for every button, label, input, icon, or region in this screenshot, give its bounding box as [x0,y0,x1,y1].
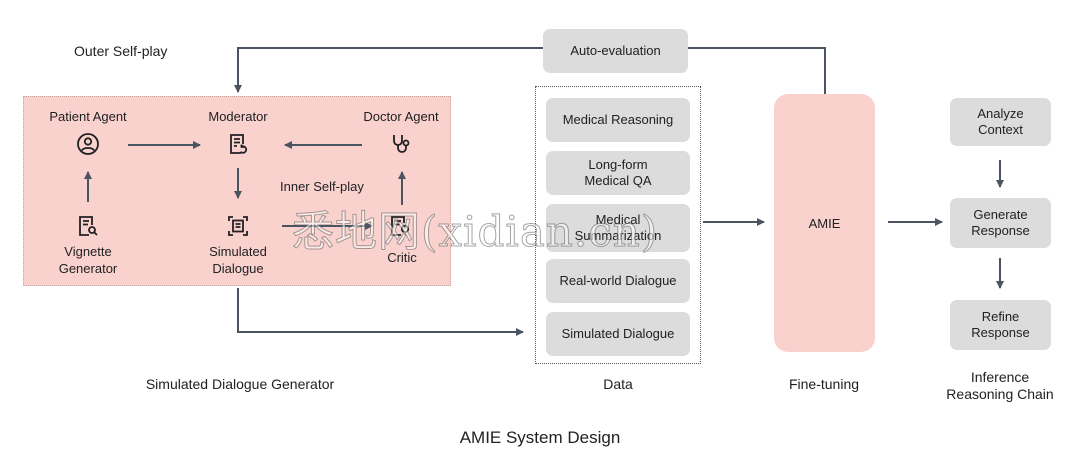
inner-self-play-label: Inner Self-play [280,179,364,194]
person-circle-icon [76,132,100,161]
data-item-simulated-dialogue: Simulated Dialogue [546,312,690,356]
diagram-title: AMIE System Design [459,428,621,447]
generator-caption: Simulated Dialogue Generator [145,376,335,392]
outer-self-play-label: Outer Self-play [74,43,168,59]
step-generate-response: Generate Response [950,198,1051,248]
step-analyze-context: Analyze Context [950,98,1051,146]
moderator-label: Moderator [208,109,268,124]
auto-evaluation-box: Auto-evaluation [543,29,688,73]
vignette-generator-label: Vignette Generator [58,244,118,276]
data-item-long-form-qa: Long-form Medical QA [546,151,690,195]
watermark-text: 悉地网(xidian.cn) [291,207,659,257]
document-edit-icon [388,214,412,243]
critic-label: Critic [387,250,417,265]
document-refresh-icon [226,132,250,161]
amie-model-box: AMIE [774,94,875,352]
arrow-generator-to-data [237,288,524,336]
arrow-amie-to-autoeval [688,47,826,94]
data-panel [535,86,701,364]
amie-label: AMIE [808,215,841,231]
arrow-autoeval-to-generator [234,47,543,93]
data-item-real-world-dialogue: Real-world Dialogue [546,259,690,303]
data-item-summarization: Medical Summarization [546,204,690,252]
finetuning-caption: Fine-tuning [788,376,860,392]
data-caption: Data [603,376,633,392]
inference-caption: Inference Reasoning Chain [946,369,1054,402]
patient-agent-label: Patient Agent [49,109,127,124]
stethoscope-icon [390,132,414,161]
simulated-dialogue-label: Simulated Dialogue [209,244,267,276]
auto-evaluation-label: Auto-evaluation [570,43,661,58]
transcript-frame-icon [226,214,250,243]
doctor-agent-label: Doctor Agent [363,109,439,124]
step-refine-response: Refine Response [950,300,1051,350]
data-item-medical-reasoning: Medical Reasoning [546,98,690,142]
document-search-icon [76,214,100,243]
